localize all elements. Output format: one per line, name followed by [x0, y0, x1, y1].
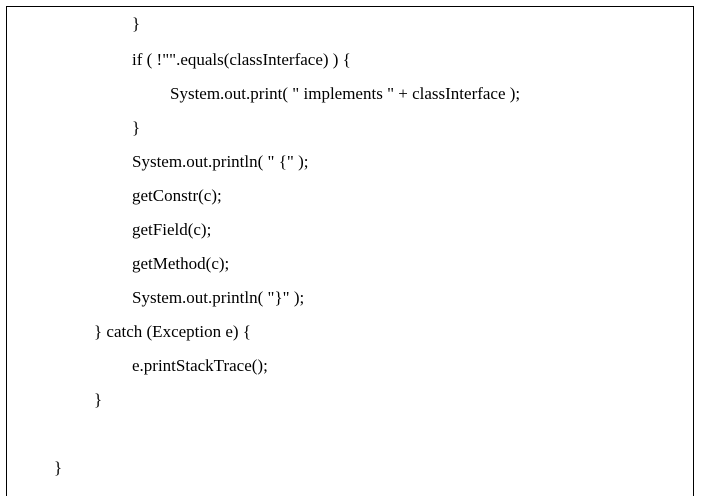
code-line-3: System.out.print( " implements " + class…: [170, 84, 521, 103]
code-line-2: if ( !"".equals(classInterface) ) {: [132, 50, 351, 69]
code-line-13: }: [54, 458, 63, 477]
code-line-5: System.out.println( " {" );: [132, 152, 309, 171]
code-line-7: getField(c);: [132, 220, 212, 239]
code-frame: [6, 6, 694, 496]
code-line-6: getConstr(c);: [132, 186, 222, 205]
code-line-4: }: [132, 118, 141, 137]
code-line-10: } catch (Exception e) {: [94, 322, 251, 341]
code-line-8: getMethod(c);: [132, 254, 230, 273]
code-line-12: }: [94, 390, 103, 409]
code-line-11: e.printStackTrace();: [132, 356, 268, 375]
code-line-1: }: [132, 14, 141, 33]
code-line-9: System.out.println( "}" );: [132, 288, 305, 307]
